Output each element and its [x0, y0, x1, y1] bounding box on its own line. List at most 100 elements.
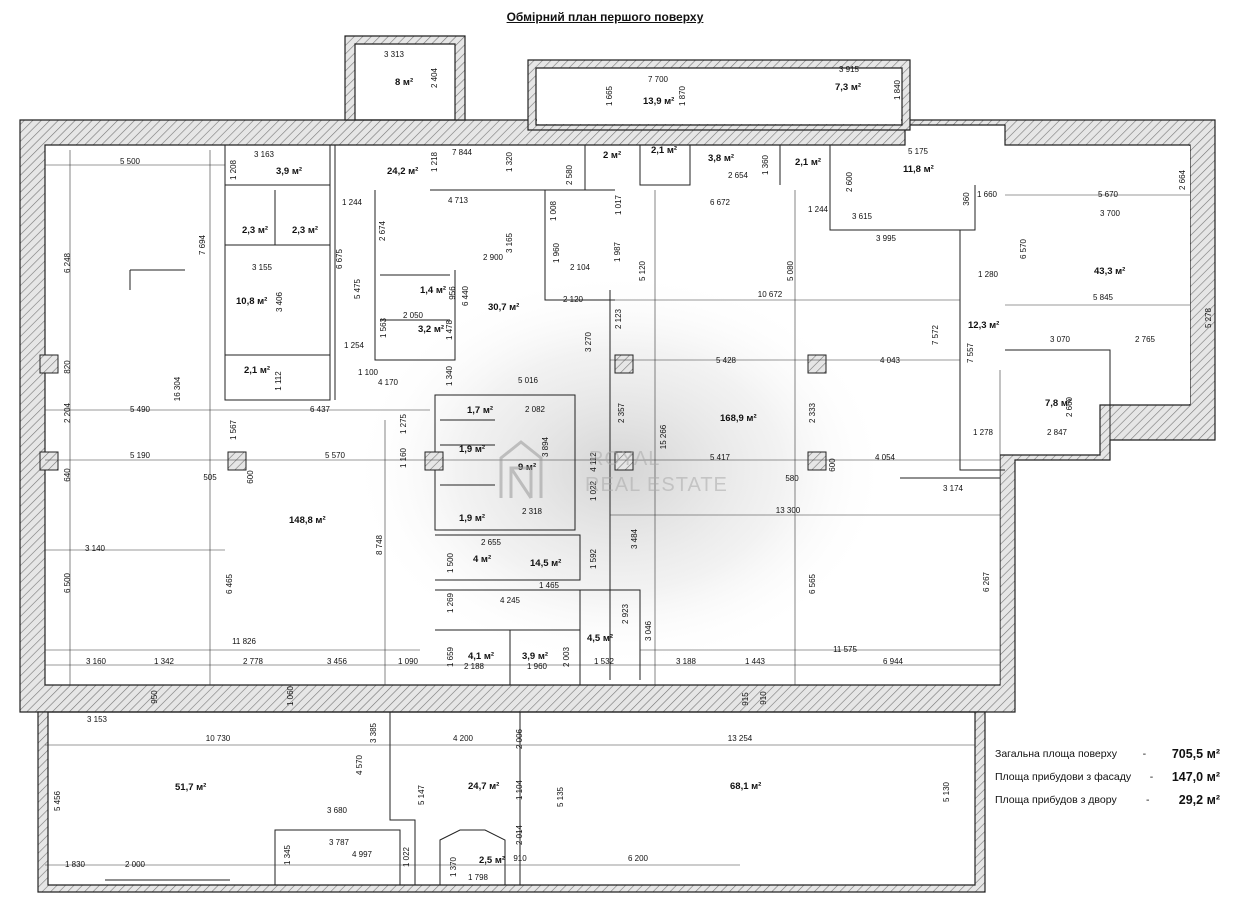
dimension-label-horizontal: 5 500 [120, 157, 141, 166]
dimension-label-vertical: 1 320 [505, 151, 514, 172]
dimension-label-horizontal: 4 200 [453, 734, 474, 743]
room-area-label: 7,3 м² [835, 82, 861, 93]
dimension-label-horizontal: 1 443 [745, 657, 766, 666]
dimension-label-horizontal: 1 244 [808, 205, 829, 214]
room-area-label: 148,8 м² [289, 515, 326, 526]
dimension-label-vertical: 7 557 [966, 342, 975, 363]
dimension-label-vertical: 1 563 [379, 317, 388, 338]
dimension-label-horizontal: 1 532 [594, 657, 615, 666]
dimension-label-vertical: 1 340 [445, 365, 454, 386]
dimension-label-horizontal: 2 104 [570, 263, 591, 272]
room-area-label: 3,9 м² [522, 651, 548, 662]
dimension-label-horizontal: 3 787 [329, 838, 350, 847]
dimension-label-vertical: 3 406 [275, 291, 284, 312]
dimension-label-vertical: 5 135 [556, 786, 565, 807]
dimension-label-horizontal: 3 070 [1050, 335, 1071, 344]
dimension-label-vertical: 360 [962, 192, 971, 206]
dimension-label-vertical: 15 266 [659, 424, 668, 449]
dimension-label-horizontal: 3 680 [327, 806, 348, 815]
dimension-label-vertical: 1 370 [449, 856, 458, 877]
dimension-label-horizontal: 3 995 [876, 234, 897, 243]
dimension-label-vertical: 1 008 [549, 200, 558, 221]
room-area-label: 1,9 м² [459, 513, 485, 524]
dimension-label-horizontal: 4 713 [448, 196, 469, 205]
dimension-label-vertical: 5 475 [353, 278, 362, 299]
dimension-label-horizontal: 3 313 [384, 50, 405, 59]
dimension-label-horizontal: 2 000 [125, 860, 146, 869]
dimension-label-horizontal: 1 465 [539, 581, 560, 590]
dimension-label-vertical: 5 147 [417, 784, 426, 805]
dimension-label-vertical: 5 120 [638, 260, 647, 281]
dimension-label-horizontal: 4 170 [378, 378, 399, 387]
room-area-label: 3,9 м² [276, 166, 302, 177]
dimension-label-vertical: 1 840 [893, 79, 902, 100]
dimension-label-horizontal: 5 175 [908, 147, 929, 156]
room-area-label: 4 м² [473, 554, 491, 565]
dimension-label-horizontal: 2 082 [525, 405, 546, 414]
dimension-label-vertical: 8 748 [375, 534, 384, 555]
dimension-label-vertical: 6 565 [808, 573, 817, 594]
dimension-label-vertical: 2 404 [430, 67, 439, 88]
dimension-label-vertical: 1 060 [286, 685, 295, 706]
dimension-label-horizontal: 3 160 [86, 657, 107, 666]
plan-title: Обмірний план першого поверху [506, 10, 704, 24]
dimension-label-horizontal: 13 254 [728, 734, 753, 743]
room-area-label: 2,1 м² [795, 157, 821, 168]
room-area-label: 2,3 м² [242, 225, 268, 236]
dimension-label-horizontal: 6 437 [310, 405, 331, 414]
exterior-walls [19, 35, 1216, 893]
room-area-label: 4,1 м² [468, 651, 494, 662]
dimension-label-horizontal: 3 615 [852, 212, 873, 221]
dimension-label-vertical: 6 440 [461, 285, 470, 306]
dimension-label-vertical: 6 570 [1019, 238, 1028, 259]
dimension-label-vertical: 820 [63, 360, 72, 374]
dimension-label-horizontal: 6 944 [883, 657, 904, 666]
dimension-label-vertical: 6 675 [335, 248, 344, 269]
dimension-label-vertical: 600 [246, 470, 255, 484]
dimension-lines [45, 150, 1190, 866]
dimension-label-horizontal: 3 188 [676, 657, 697, 666]
dimension-label-horizontal: 4 043 [880, 356, 901, 365]
room-area-label: 11,8 м² [903, 164, 934, 175]
room-area-label: 2,1 м² [244, 365, 270, 376]
dimension-label-horizontal: 3 456 [327, 657, 348, 666]
room-area-label: 24,2 м² [387, 166, 418, 177]
dimension-label-vertical: 640 [63, 468, 72, 482]
dimension-label-horizontal: 505 [203, 473, 217, 482]
summary-sep: - [1149, 770, 1154, 783]
dimension-label-vertical: 1 567 [229, 419, 238, 440]
dimension-label-vertical: 5 278 [1204, 307, 1213, 328]
room-area-label: 24,7 м² [468, 781, 499, 792]
dimension-label-horizontal: 5 490 [130, 405, 151, 414]
dimension-label-vertical: 3 385 [369, 722, 378, 743]
dimension-label-horizontal: 2 654 [728, 171, 749, 180]
columns [39, 354, 827, 471]
dimension-label-horizontal: 2 765 [1135, 335, 1156, 344]
dimension-label-vertical: 910 [759, 691, 768, 705]
dimension-label-horizontal: 4 054 [875, 453, 896, 462]
summary-row-total: Загальна площа поверху - 705,5 м² [995, 742, 1220, 765]
room-area-label: 2,5 м² [479, 855, 505, 866]
dimension-label-horizontal: 5 845 [1093, 293, 1114, 302]
room-area-label: 8 м² [395, 77, 413, 88]
room-area-label: 168,9 м² [720, 413, 757, 424]
room-area-label: 2,1 м² [651, 145, 677, 156]
dimension-label-vertical: 3 484 [630, 528, 639, 549]
dimension-label-vertical: 3 894 [541, 436, 550, 457]
dimension-label-vertical: 3 270 [584, 331, 593, 352]
dimension-label-vertical: 1 478 [445, 319, 454, 340]
dimension-label-horizontal: 2 188 [464, 662, 485, 671]
dimension-label-horizontal: 2 050 [403, 311, 424, 320]
dimension-label-vertical: 1 360 [761, 154, 770, 175]
dimension-label-vertical: 2 660 [1065, 396, 1074, 417]
summary-value: 29,2 м² [1178, 792, 1220, 807]
dimension-label-horizontal: 4 245 [500, 596, 521, 605]
dimension-label-vertical: 1 345 [283, 844, 292, 865]
dimension-label-horizontal: 2 120 [563, 295, 584, 304]
watermark-line-2: REAL ESTATE [585, 474, 728, 496]
dimension-label-vertical: 1 218 [430, 151, 439, 172]
summary-value: 705,5 м² [1171, 746, 1220, 761]
